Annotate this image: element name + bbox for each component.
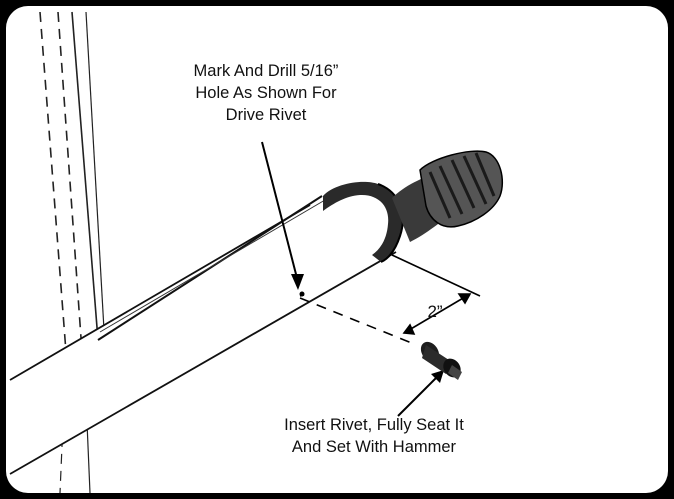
drill-instruction-line-2: Hole As Shown For [195,84,337,102]
end-cap [323,150,504,263]
dimension-line [299,254,481,345]
dimension-label: 2” [427,302,443,321]
assembly-drawing [9,11,504,493]
drill-instruction-line-3: Drive Rivet [225,106,307,124]
illustration-panel: Mark And Drill 5/16” Hole As Shown For D… [6,6,668,493]
drill-instruction-line-1: Mark And Drill 5/16” [193,62,339,80]
rivet-instruction-line-2: And Set With Hammer [291,438,457,456]
horizontal-tube [9,195,397,475]
rivet-instruction-line-1: Insert Rivet, Fully Seat It [284,416,464,434]
drill-callout-arrow [261,141,304,290]
rivet-instruction-callout: Insert Rivet, Fully Seat It And Set With… [224,414,524,458]
drill-instruction-callout: Mark And Drill 5/16” Hole As Shown For D… [126,60,406,126]
rivet-callout-arrow [397,370,444,417]
drive-rivet [420,341,462,380]
